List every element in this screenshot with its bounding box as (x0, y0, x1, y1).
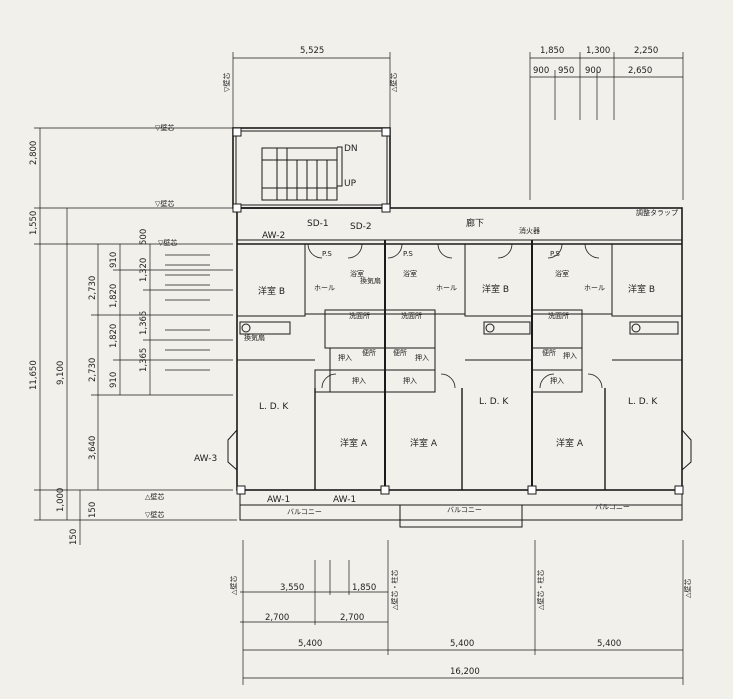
dim-bottom-sub-2: 1,850 (352, 583, 376, 593)
dim-left-b2: 150 (69, 529, 79, 545)
dim-left-c4: 910 (109, 372, 119, 388)
dim-top-right-sub-2: 950 (558, 66, 574, 76)
room-western-b-2: 洋室 B (482, 283, 509, 295)
room-closet-5: 押入 (403, 376, 417, 385)
dim-stair-width: 5,525 (300, 46, 324, 56)
dim-top-right-sub-1: 900 (533, 66, 549, 76)
room-washroom-2: 洗面所 (401, 311, 422, 320)
room-toilet-2: 便所 (393, 348, 407, 357)
corridor-label: 廊下 (466, 217, 484, 229)
dim-left-d1: 500 (139, 229, 149, 245)
dim-top-right-sub-4: 2,650 (628, 66, 652, 76)
room-bath-3: 浴室 (555, 269, 569, 278)
window-aw3-label: AW-3 (194, 454, 217, 464)
window-aw1a-label: AW-1 (267, 495, 290, 505)
room-western-b-3: 洋室 B (628, 283, 655, 295)
dim-left-d3: 1,365 (139, 311, 149, 335)
balcony-label-3: バルコニー (595, 503, 630, 511)
room-ldk-1: L. D. K (259, 402, 289, 412)
room-washroom-3: 洗面所 (548, 311, 569, 320)
room-closet-4: 押入 (352, 376, 366, 385)
room-toilet-3: 便所 (542, 348, 556, 357)
dim-left-stair: 2,800 (29, 141, 39, 165)
axis-label-9: △壁芯 (683, 579, 692, 598)
dim-bottom-sub-4: 2,700 (340, 613, 364, 623)
balcony-label-2: バルコニー (447, 506, 482, 514)
axis-label-6: △壁芯 (229, 576, 238, 595)
dim-left-c2: 1,820 (109, 284, 119, 308)
building-outline (227, 127, 692, 528)
dim-bottom-sub-3: 2,700 (265, 613, 289, 623)
axis-label-11: △壁芯 (389, 73, 398, 92)
axis-label-4: △壁芯 (145, 492, 164, 501)
room-closet-2: 押入 (415, 353, 429, 362)
room-hall-1: ホール (314, 284, 335, 292)
dim-left-unit: 9,100 (56, 361, 66, 385)
dim-bottom-sub-1: 3,550 (280, 583, 304, 593)
axis-label-2: ▽壁芯 (155, 199, 174, 208)
stair-dn-label: DN (344, 144, 358, 154)
axis-label-10: ▽壁芯 (222, 73, 231, 92)
dim-left-a3: 3,640 (88, 436, 98, 460)
dim-left-total: 11,650 (29, 360, 39, 390)
room-western-a-1: 洋室 A (340, 437, 368, 449)
room-closet-3: 押入 (563, 351, 577, 360)
room-vent-1: 換気扇 (244, 333, 265, 342)
window-aw2-label: AW-2 (262, 231, 285, 241)
dim-left-c1: 910 (109, 252, 119, 268)
room-western-b-1: 洋室 B (258, 285, 285, 297)
dim-left-b1: 150 (88, 502, 98, 518)
dim-left-corridor: 1,550 (29, 211, 39, 235)
axis-label-8: △壁芯・柱芯 (536, 570, 545, 610)
balcony-label-1: バルコニー (287, 508, 322, 516)
dim-top-right-3: 2,250 (634, 46, 658, 56)
dim-top-right-sub-3: 900 (585, 66, 601, 76)
door-sd1-label: SD-1 (307, 219, 329, 229)
fire-extinguisher-label: 消火器 (519, 226, 540, 235)
dim-left-balcony: 1,000 (56, 488, 66, 512)
dim-left-d4: 1,365 (139, 348, 149, 372)
room-closet-6: 押入 (550, 376, 564, 385)
door-sd2-label: SD-2 (350, 222, 372, 232)
dim-left-d2: 1,320 (139, 258, 149, 282)
dim-left-a1: 2,730 (88, 276, 98, 300)
dim-left-c3: 1,820 (109, 324, 119, 348)
dim-top-right-1: 1,850 (540, 46, 564, 56)
room-ldk-2: L. D. K (479, 397, 509, 407)
ps-label-3: P.S (550, 250, 560, 258)
room-toilet-1: 便所 (362, 348, 376, 357)
room-western-a-3: 洋室 A (556, 437, 584, 449)
dim-left-a2: 2,730 (88, 358, 98, 382)
door-swing-icons (307, 243, 603, 389)
stair-icon (261, 146, 343, 201)
room-bath-2: 浴室 (403, 269, 417, 278)
room-ldk-3: L. D. K (628, 397, 658, 407)
dim-top-right-2: 1,300 (586, 46, 610, 56)
dim-bottom-unit-3: 5,400 (597, 639, 621, 649)
dim-bottom-unit-2: 5,400 (450, 639, 474, 649)
ps-label-1: P.S (322, 250, 332, 258)
axis-label-5: ▽壁芯 (145, 510, 164, 519)
axis-label-3: ▽壁芯 (158, 238, 177, 247)
dimension-lines (34, 52, 684, 685)
room-vent-2: 換気扇 (360, 276, 381, 285)
window-aw1b-label: AW-1 (333, 495, 356, 505)
room-hall-2: ホール (436, 284, 457, 292)
axis-label-7: △壁芯・柱芯 (390, 570, 399, 610)
access-ladder-label: 調整タラップ (636, 208, 678, 217)
stair-up-label: UP (344, 179, 357, 189)
room-washroom-1: 洗面所 (349, 311, 370, 320)
room-western-a-2: 洋室 A (410, 437, 438, 449)
dim-bottom-unit-1: 5,400 (298, 639, 322, 649)
ps-label-2: P.S (403, 250, 413, 258)
dim-bottom-total: 16,200 (450, 667, 480, 677)
room-hall-3: ホール (584, 284, 605, 292)
room-closet-1: 押入 (338, 353, 352, 362)
axis-label-1: ▽壁芯 (155, 123, 174, 132)
room-bath-1: 浴室 (350, 269, 364, 278)
